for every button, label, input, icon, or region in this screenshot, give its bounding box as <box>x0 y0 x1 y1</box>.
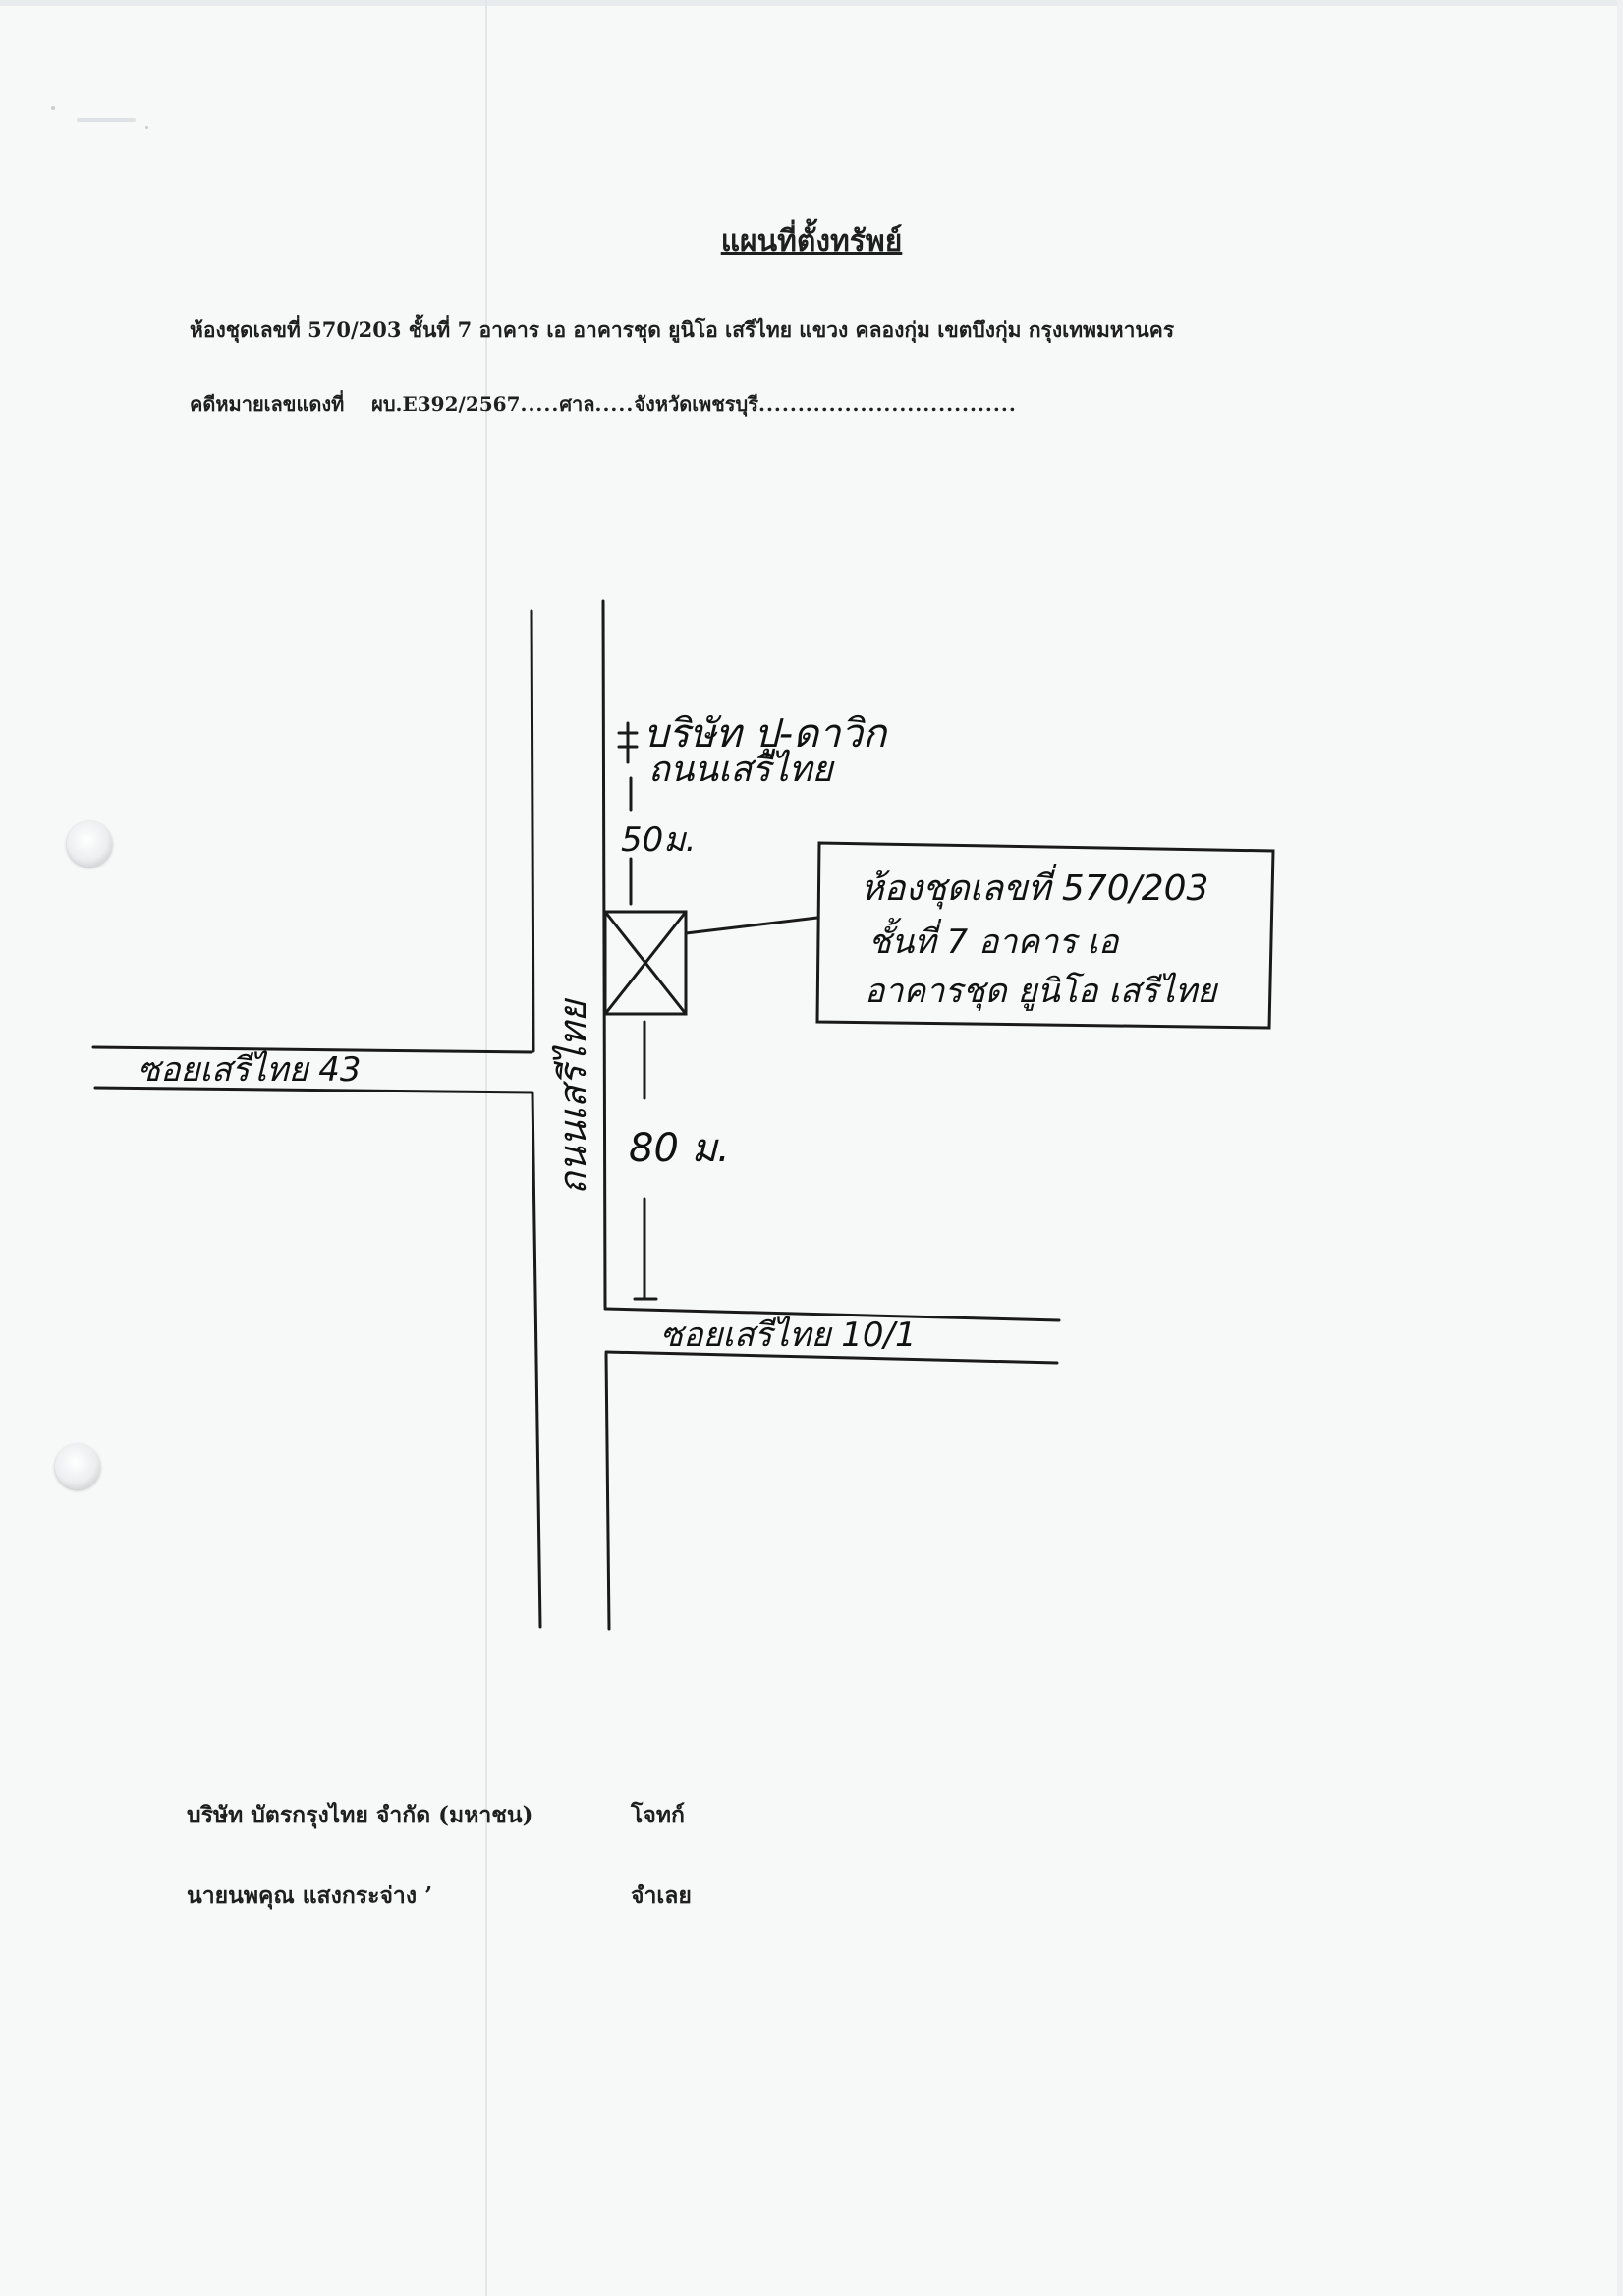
page-title: แผนที่ตั้งทรัพย์ <box>720 224 903 258</box>
landmark-marker <box>617 721 639 764</box>
scan-smudge <box>77 118 136 122</box>
main-road-left-edge <box>530 609 542 1629</box>
scan-fold-line <box>485 0 487 2296</box>
main-road-right-edge <box>601 599 611 1631</box>
property-description: ห้องชุดเลขที่ 570/203 ชั้นที่ 7 อาคาร เอ… <box>190 317 1175 342</box>
callout-text-line1: ห้องชุดเลขที่ 570/203 <box>861 863 1208 910</box>
punch-hole-lower <box>55 1444 100 1489</box>
punch-hole-upper <box>67 821 112 867</box>
province: จังหวัดเพชรบุรี <box>634 392 758 416</box>
soi-left-label: ซอยเสรีไทย 43 <box>138 1050 362 1090</box>
plaintiff-name: บริษัท บัตรกรุงไทย จำกัด (มหาชน) <box>187 1802 533 1828</box>
soi-left-top-edge <box>91 1045 533 1054</box>
scan-speck <box>145 126 148 129</box>
case-number: ผบ.E392/2567 <box>371 392 521 416</box>
plaintiff-role: โจทก์ <box>631 1802 685 1828</box>
defendant-name: นายนพคุณ แสงกระจ่าง ’ <box>187 1882 433 1909</box>
soi-bottom-top-edge <box>603 1307 1061 1322</box>
scan-speck <box>51 106 55 110</box>
landmark-label-1: บริษัท ปู-ดาวิก <box>644 711 888 757</box>
court-word: ศาล <box>559 392 595 416</box>
callout-text-line2: ชั้นที่ 7 อาคาร เอ <box>868 917 1120 962</box>
property-box <box>603 910 688 1016</box>
distance-label-bottom: 80 ม. <box>629 1126 730 1171</box>
callout-box <box>815 841 1275 1030</box>
case-number-line: คดีหมายเลขแดงที่ ผบ.E392/2567.....ศาล...… <box>190 392 1017 416</box>
distance-marker-bottom <box>633 1020 658 1301</box>
property-box-cross <box>603 910 688 1016</box>
landmark-label-2: ถนนเสรีไทย <box>648 749 835 790</box>
scan-edge-top <box>0 0 1623 6</box>
defendant-role: จำเลย <box>631 1882 692 1909</box>
soi-bottom-label: ซอยเสรีไทย 10/1 <box>660 1316 917 1355</box>
case-label: คดีหมายเลขแดงที่ <box>190 392 345 416</box>
main-road-label: ถนนเสรีไทย <box>551 997 594 1195</box>
callout-text-line3: อาคารชุด ยูนิโอ เสรีไทย <box>865 972 1218 1011</box>
callout-leader <box>684 916 819 935</box>
distance-label-top: 50ม. <box>621 820 696 860</box>
scan-edge-right <box>1617 0 1623 2296</box>
soi-left-bottom-edge <box>93 1086 534 1094</box>
soi-bottom-bottom-edge <box>604 1350 1059 1365</box>
